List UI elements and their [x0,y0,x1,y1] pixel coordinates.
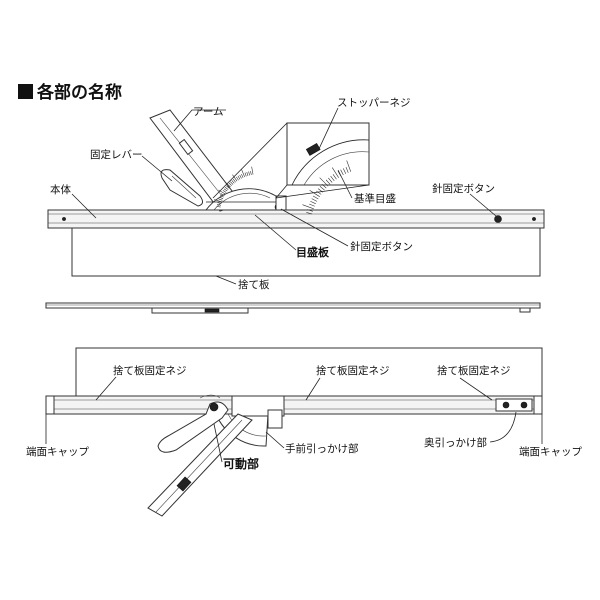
scale-tick [244,172,247,177]
scale-tick [232,178,236,183]
scale-tick [217,202,222,204]
scale-tick [241,173,244,178]
scale-tick [248,171,250,176]
title-square-icon [18,84,33,99]
scale-tick [307,209,313,212]
scale-tick [316,190,322,195]
top-view [47,109,545,277]
label-movable-part: 可動部 [223,456,259,471]
scale-tick [328,177,333,183]
scale-tick [226,185,230,189]
scale-tick [302,204,314,210]
scale-tick [340,169,344,176]
needle-fix-button-right [494,215,502,223]
scale-tick [232,174,238,182]
scale-tick [220,193,225,196]
label-needle-fix-button-right: 針固定ボタン [432,182,495,195]
scale-tick [214,199,222,203]
end-cap-right [533,395,543,415]
scale-tick [241,169,245,178]
scale-tick [325,179,331,185]
scale-tick [310,200,316,205]
label-backing-board: 捨て板 [238,278,270,291]
scale-tick [236,176,239,181]
scale-tick [331,167,339,178]
movable-lever [157,401,229,453]
zoom-inset [286,122,370,186]
scale-tick [237,175,241,180]
label-front-hook: 手前引っかけ部 [285,442,359,455]
label-end-cap-right: 端面キャップ [519,445,582,458]
scale-tick [311,198,318,202]
label-backing-screw-right: 捨て板固定ネジ [437,364,511,377]
scale-tick [321,183,327,189]
scale-tick [216,204,222,206]
scale-tick [332,174,337,180]
label-backing-screw-center: 捨て板固定ネジ [316,364,390,377]
scale-tick [231,180,235,184]
scale-tick [224,186,229,190]
label-arm: アーム [193,106,224,118]
scale-tick [239,174,242,179]
scale-tick [223,188,228,192]
label-body: 本体 [50,183,71,196]
backing-board-top [71,227,541,277]
scale-tick [216,206,221,208]
scale-tick [346,160,352,172]
scale-tick [251,166,254,175]
scale-tick [228,182,232,186]
scale-tick [218,189,226,195]
scale-tick [222,190,227,193]
end-cap-left [45,395,55,415]
scale-tick [246,171,249,176]
label-reference-scale: 基準目盛 [354,192,396,205]
scale-tick [342,168,347,174]
label-needle-fix-button-center: 針固定ボタン [350,240,413,253]
scale-tick [219,195,224,198]
bottom-view [45,347,543,517]
scale-tick [219,196,224,199]
label-fixing-lever: 固定レバー [90,148,143,161]
page-title: 各部の名称 [36,82,122,103]
scale-tick [309,189,320,197]
scale-tick [312,195,319,200]
scale-tick [224,181,231,188]
scale-tick [250,170,252,176]
body-rail [47,209,545,229]
label-scale-plate: 目盛板 [296,245,330,259]
bottom-rail [45,395,543,415]
label-back-hook: 奥引っかけ部 [424,436,487,449]
label-backing-screw-left: 捨て板固定ネジ [113,364,187,377]
scale-tick [330,175,335,181]
label-stopper-screw: ストッパーネジ [337,97,411,109]
scale-tick [345,167,349,173]
scale-tick [319,186,325,191]
scale-tick [306,212,313,215]
side-view [45,302,541,314]
scale-tick [218,198,223,201]
scale-tick [319,177,329,187]
scale-tick [230,181,234,185]
label-end-cap-left: 端面キャップ [26,445,89,458]
scale-tick [309,203,315,207]
scale-ticks [214,166,254,208]
